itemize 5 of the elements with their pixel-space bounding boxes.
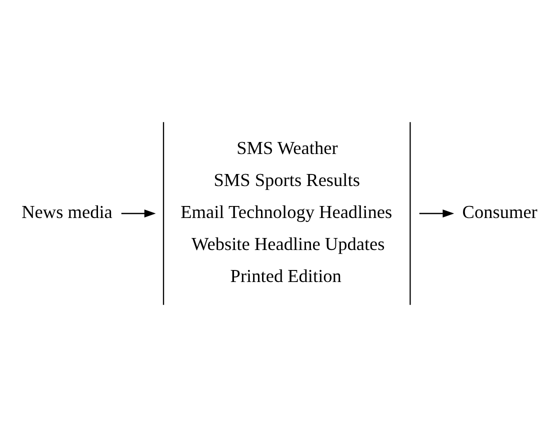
arrow [419, 210, 454, 218]
arrow [121, 210, 156, 218]
node-text: News media [22, 202, 112, 222]
node-text: SMS Weather SMS Sports Results Email Technology Headlines Website Headline Updates Printed Edition [180, 138, 392, 286]
node-text: Consumer [462, 202, 538, 222]
